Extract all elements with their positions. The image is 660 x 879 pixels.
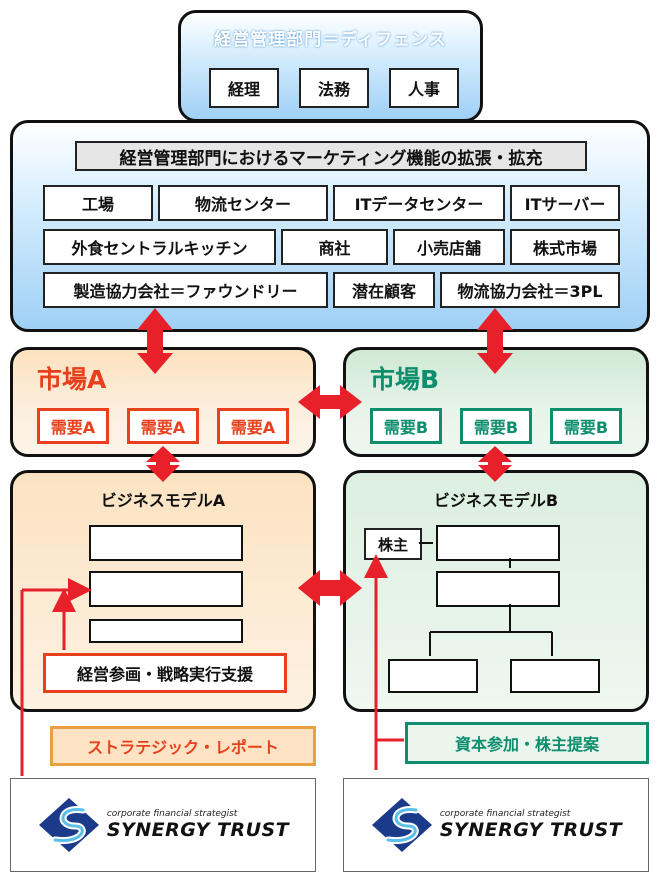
trading-company-box: 商社: [281, 229, 388, 265]
business-model-b-panel: ビジネスモデルB 株主: [343, 470, 649, 712]
demand-a-2: 需要A: [127, 408, 199, 444]
foundry-box: 製造協力会社＝ファウンドリー: [43, 272, 328, 308]
org-box-b-3: [388, 659, 478, 693]
capital-participation-box: 資本参加・株主提案: [405, 722, 649, 764]
business-model-a-panel: ビジネスモデルA 経営参画・戦略実行支援: [10, 470, 316, 712]
stock-market-box: 株式市場: [510, 229, 620, 265]
defense-title: 経営管理部門＝ディフェンス: [214, 30, 447, 50]
demand-b-3: 需要B: [550, 408, 622, 444]
marketing-panel: 経営管理部門におけるマーケティング機能の拡張・拡充 工場 物流センター ITデー…: [10, 120, 650, 332]
business-model-a-title: ビジネスモデルA: [100, 491, 226, 510]
market-b-panel: 市場B 需要B 需要B 需要B: [343, 347, 649, 457]
management-support-box: 経営参画・戦略実行支援: [43, 653, 287, 693]
potential-customer-box: 潜在顧客: [333, 272, 435, 308]
it-datacenter-box: ITデータセンター: [333, 185, 505, 221]
demand-a-3: 需要A: [217, 408, 289, 444]
logo-box-left: corporate financial strategist SYNERGY T…: [10, 778, 316, 872]
hr-box: 人事: [389, 68, 459, 108]
org-box-b-4: [510, 659, 600, 693]
logistics-center-box: 物流センター: [158, 185, 328, 221]
logo-tagline: corporate financial strategist: [106, 809, 238, 819]
logo-wordmark: SYNERGY TRUST: [106, 819, 290, 841]
strategic-report-box: ストラテジック・レポート: [50, 726, 316, 766]
org-box-a-2: [89, 571, 243, 607]
market-a-title: 市場A: [37, 365, 107, 394]
org-box-a-1: [89, 525, 243, 561]
org-box-b-2: [436, 571, 560, 607]
org-box-b-1: [436, 525, 560, 561]
logo-tagline: corporate financial strategist: [439, 809, 571, 819]
central-kitchen-box: 外食セントラルキッチン: [43, 229, 276, 265]
accounting-box: 経理: [209, 68, 279, 108]
legal-box: 法務: [299, 68, 369, 108]
shareholder-box: 株主: [364, 528, 422, 560]
synergy-trust-logo-icon: [371, 798, 432, 852]
defense-panel: 経営管理部門＝ディフェンス 経理 法務 人事: [178, 10, 483, 122]
synergy-trust-logo-icon: [38, 798, 99, 852]
it-server-box: ITサーバー: [510, 185, 620, 221]
retail-store-box: 小売店舗: [393, 229, 505, 265]
market-b-title: 市場B: [370, 365, 440, 394]
demand-b-2: 需要B: [460, 408, 532, 444]
demand-a-1: 需要A: [37, 408, 109, 444]
logo-box-right: corporate financial strategist SYNERGY T…: [343, 778, 649, 872]
business-model-b-title: ビジネスモデルB: [433, 491, 559, 510]
org-box-a-3: [89, 619, 243, 643]
demand-b-1: 需要B: [370, 408, 442, 444]
market-a-panel: 市場A 需要A 需要A 需要A: [10, 347, 316, 457]
logo-wordmark: SYNERGY TRUST: [439, 819, 623, 841]
3pl-box: 物流協力会社＝3PL: [440, 272, 620, 308]
factory-box: 工場: [43, 185, 153, 221]
marketing-header: 経営管理部門におけるマーケティング機能の拡張・拡充: [75, 141, 587, 171]
